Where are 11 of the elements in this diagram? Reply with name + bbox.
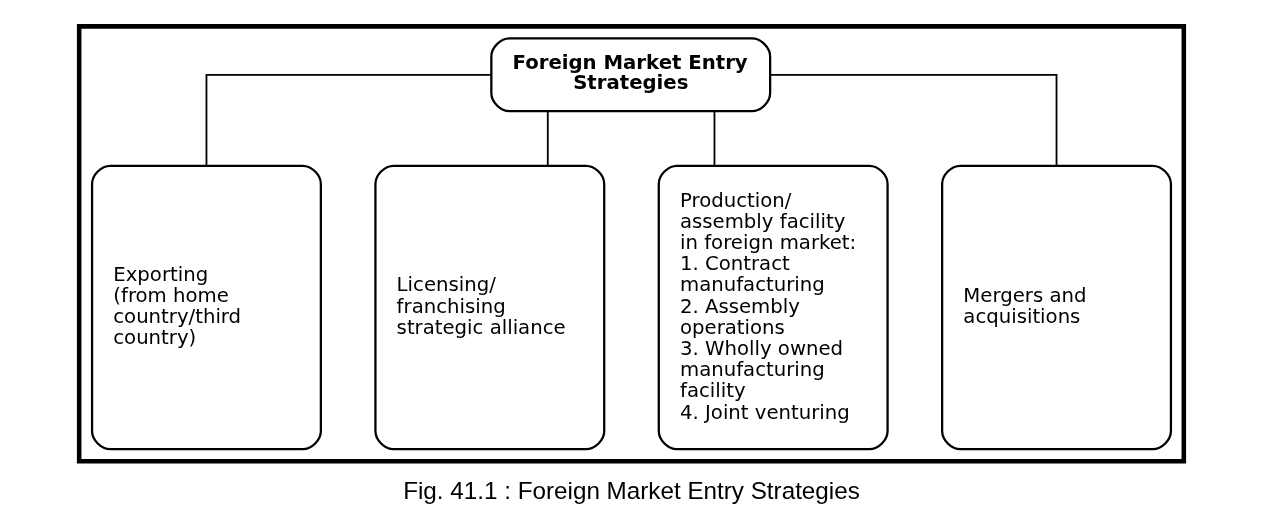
node-box: Exporting (from home country/third country) [90, 164, 322, 451]
node-box: Foreign Market Entry Strategies [490, 37, 772, 113]
node-box: Mergers and acquisitions [941, 164, 1173, 451]
caption: Fig. 41.1 : Foreign Market Entry Strategies [403, 476, 860, 504]
cluster [76, 24, 1187, 464]
connector [713, 110, 716, 167]
node-box: Production/ assembly facility in foreign market: 1. Contract manufacturing 2. Assembly operations 3. Wholly owned manufacturing facility 4. Joint venturing [657, 164, 889, 451]
node-box: Licensing/ franchising strategic alliance [374, 164, 606, 451]
connector [769, 73, 1058, 167]
connector [205, 73, 493, 167]
connector [546, 110, 549, 167]
